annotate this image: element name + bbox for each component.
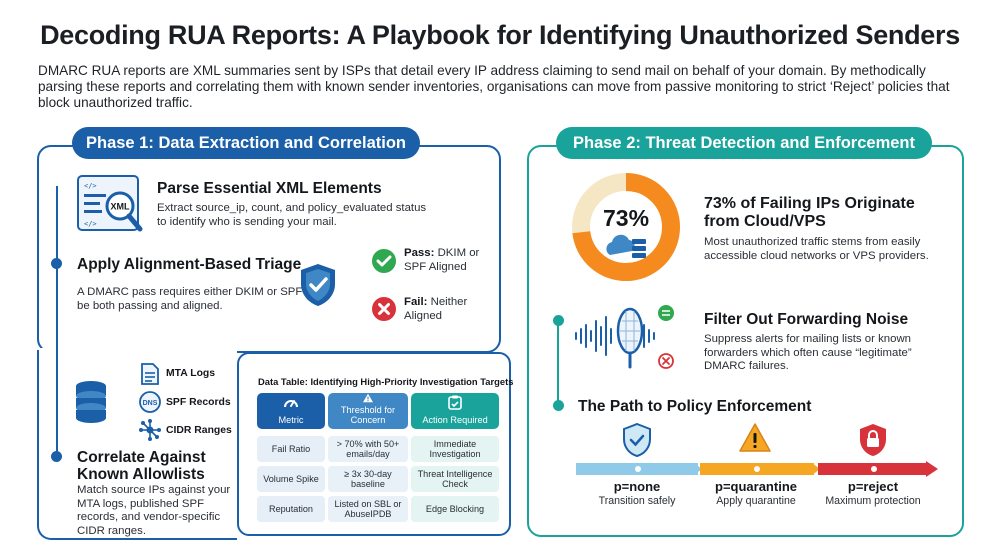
shield-lock-icon xyxy=(860,424,886,456)
table-cell: ≥ 3x 30-day baseline xyxy=(328,466,408,492)
pass-legend: Pass: DKIM or SPF Aligned xyxy=(404,247,480,273)
intro-paragraph: DMARC RUA reports are XML summaries sent… xyxy=(38,63,950,110)
fail-x-icon xyxy=(372,297,396,321)
table-cell: Listed on SBL or AbuseIPDB xyxy=(328,496,408,522)
stage-none-sub: Transition safely xyxy=(598,495,676,507)
svg-text:</>: </> xyxy=(84,182,97,190)
page-title: Decoding RUA Reports: A Playbook for Ide… xyxy=(40,20,960,50)
table-cell: Immediate Investigation xyxy=(411,436,499,462)
table-header-metric: Metric xyxy=(257,393,325,429)
phase2-heading: Phase 2: Threat Detection and Enforcemen… xyxy=(556,127,932,159)
phase2-timeline xyxy=(557,325,559,405)
table-title: Data Table: Identifying High-Priority In… xyxy=(258,376,514,387)
step1-text: Extract source_ip, count, and policy_eva… xyxy=(157,202,427,228)
dns-icon: DNS xyxy=(139,391,161,413)
cloud-share-donut xyxy=(572,173,680,281)
stage-reject-sub: Maximum protection xyxy=(825,495,921,507)
step3-title: Correlate Against Known Allowlists xyxy=(77,449,206,483)
step2-text: A DMARC pass requires either DKIM or SPF… xyxy=(77,286,316,312)
source-mta-logs: MTA Logs xyxy=(166,368,216,379)
table-header-threshold: Threshold for Concern xyxy=(328,393,408,429)
donut-value-label: 73% xyxy=(603,205,650,231)
stat-text: Most unauthorized traffic stems from eas… xyxy=(704,236,929,262)
stat-title: 73% of Failing IPs Originate from Cloud/… xyxy=(704,195,915,230)
svg-text:DNS: DNS xyxy=(143,400,158,407)
phase1-panel-lower xyxy=(37,350,237,540)
source-spf-records: SPF Records xyxy=(166,397,231,408)
timeline-dot xyxy=(51,258,62,269)
cloud-server-icon xyxy=(606,234,646,258)
step2-title: Apply Alignment-Based Triage xyxy=(77,256,302,273)
log-file-icon xyxy=(141,363,159,385)
svg-text:XML: XML xyxy=(111,202,131,212)
timeline-dot xyxy=(51,451,62,462)
warning-triangle-icon xyxy=(739,423,771,452)
table-cell: > 70% with 50+ emails/day xyxy=(328,436,408,462)
stage-quarantine-sub: Apply quarantine xyxy=(716,495,796,507)
noise-title: Filter Out Forwarding Noise xyxy=(704,311,909,328)
clipboard-icon xyxy=(448,395,462,410)
stage-none-label: p=none xyxy=(613,479,661,494)
stage-quarantine-label: p=quarantine xyxy=(715,479,797,494)
enforcement-path-arrow xyxy=(576,461,938,477)
database-icon xyxy=(76,381,106,423)
table-cell: Edge Blocking xyxy=(411,496,499,522)
step3-text: Match source IPs against your MTA logs, … xyxy=(77,484,231,537)
shield-check-icon xyxy=(301,264,335,306)
xml-document-icon: </> </> XML xyxy=(77,175,143,232)
section-dot xyxy=(553,400,564,411)
fail-legend: Fail: Neither Aligned xyxy=(404,296,468,322)
shield-none-icon xyxy=(623,422,651,458)
table-cell: Reputation xyxy=(257,496,325,522)
table-header-action: Action Required xyxy=(411,393,499,429)
gauge-icon xyxy=(284,400,298,408)
table-cell: Threat Intelligence Check xyxy=(411,466,499,492)
svg-text:</>: </> xyxy=(84,220,97,228)
path-title: The Path to Policy Enforcement xyxy=(578,398,812,415)
section-dot xyxy=(553,315,564,326)
pass-check-icon xyxy=(372,249,396,273)
noise-text: Suppress alerts for mailing lists or kno… xyxy=(704,333,912,372)
donut-value-arc xyxy=(572,173,680,281)
table-cell: Volume Spike xyxy=(257,466,325,492)
warning-icon xyxy=(363,393,373,403)
stage-reject-label: p=reject xyxy=(847,479,899,494)
source-cidr-ranges: CIDR Ranges xyxy=(166,425,232,436)
network-nodes-icon xyxy=(139,419,161,441)
signal-filter-icon xyxy=(575,305,674,369)
table-cell: Fail Ratio xyxy=(257,436,325,462)
phase1-heading: Phase 1: Data Extraction and Correlation xyxy=(72,127,420,159)
phase1-timeline xyxy=(56,186,58,456)
step1-title: Parse Essential XML Elements xyxy=(157,180,382,197)
